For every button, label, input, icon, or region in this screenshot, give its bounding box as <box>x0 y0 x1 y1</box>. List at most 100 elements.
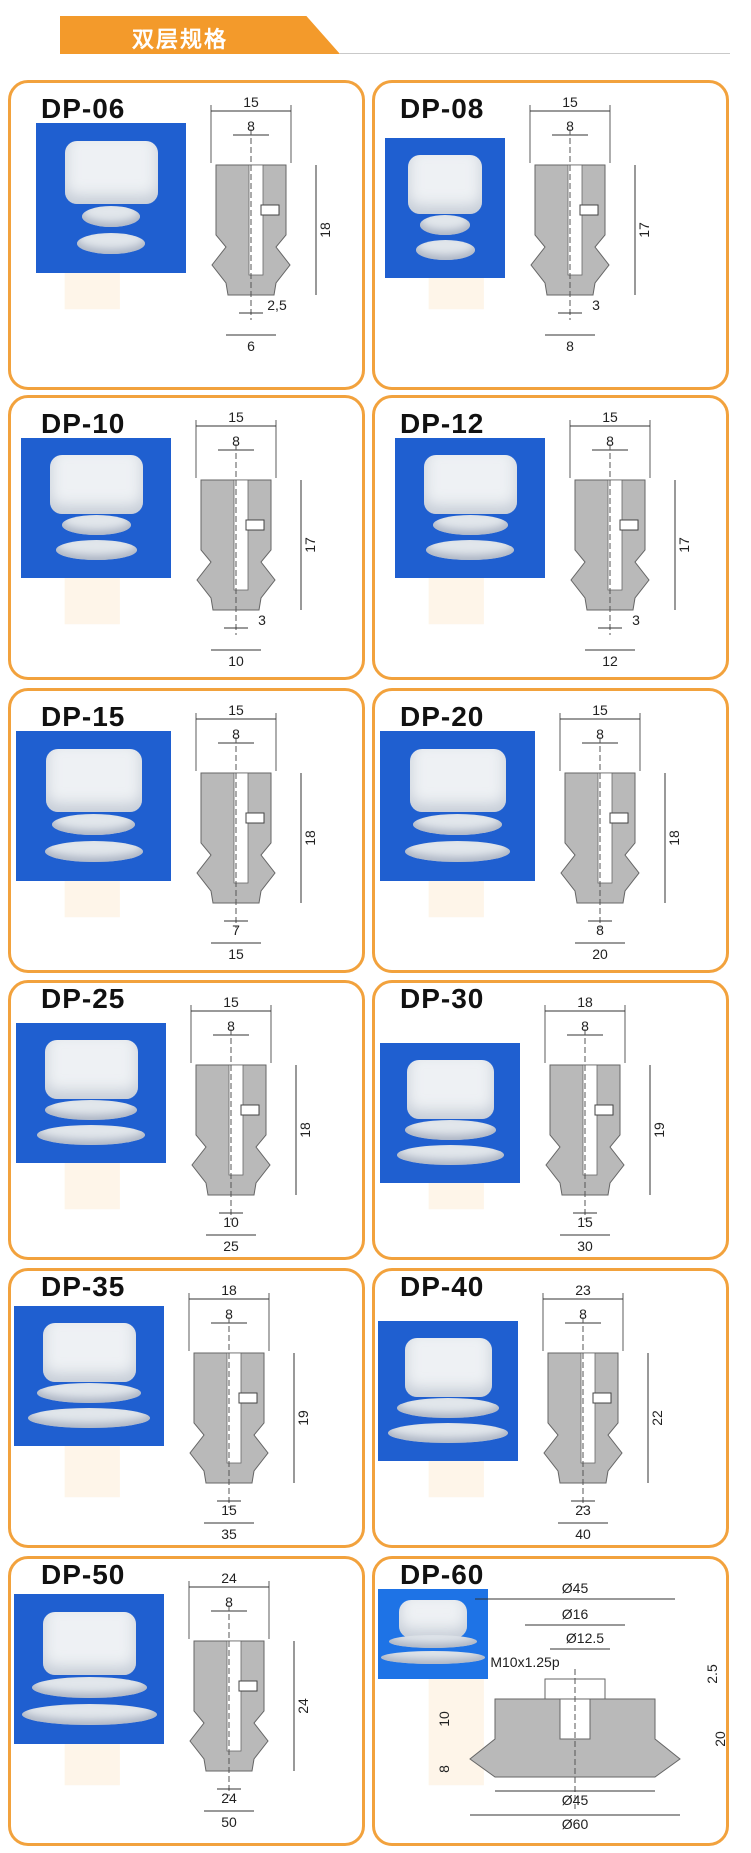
dimension-label: 3 <box>592 297 600 313</box>
dimension-label: 18 <box>302 830 318 846</box>
bellow-ring <box>45 841 143 862</box>
dimension-label: 23 <box>575 1502 591 1518</box>
dimension-label: 10 <box>223 1214 239 1230</box>
product-photo <box>14 1306 164 1446</box>
bellow-ring <box>32 1677 147 1698</box>
dimension-label: 18 <box>317 222 333 238</box>
bellow-ring <box>28 1408 150 1428</box>
dimension-label: 15 <box>228 946 244 962</box>
model-name: DP-12 <box>400 408 485 439</box>
bellow-ring <box>45 1100 137 1120</box>
product-photo <box>380 731 535 881</box>
dimension-label: 15 <box>592 702 608 718</box>
suction-cup-body <box>399 1600 467 1638</box>
dimension-label: 24 <box>295 1698 311 1714</box>
suction-cup-body <box>43 1323 136 1382</box>
model-name: DP-30 <box>400 983 485 1014</box>
dimension-label: 15 <box>221 1502 237 1518</box>
bellow-ring <box>433 515 508 535</box>
dimension-label: Ø45 <box>562 1580 589 1596</box>
dimension-label: 8 <box>225 1306 233 1322</box>
bellow-ring <box>52 814 135 835</box>
bellow-ring <box>77 233 145 254</box>
dimension-label: 18 <box>577 994 593 1010</box>
dimension-label: 18 <box>666 830 682 846</box>
product-photo <box>36 123 186 273</box>
model-name: DP-10 <box>41 408 126 439</box>
dimension-label: 17 <box>676 537 692 553</box>
section-title: 双层规格 <box>132 28 229 53</box>
product-photo <box>16 1023 166 1163</box>
dimension-label: Ø12.5 <box>566 1630 604 1646</box>
suction-cup-body <box>65 141 158 204</box>
product-photo <box>385 138 505 278</box>
product-photo <box>21 438 171 578</box>
dimension-label: 18 <box>221 1282 237 1298</box>
model-name: DP-06 <box>41 93 126 124</box>
dimension-label: 8 <box>232 433 240 449</box>
dimension-label: 7 <box>232 922 240 938</box>
bellow-ring <box>56 540 137 560</box>
model-name: DP-40 <box>400 1271 485 1302</box>
product-photo <box>14 1594 164 1744</box>
dimension-label: 17 <box>302 537 318 553</box>
dimension-label: 8 <box>596 726 604 742</box>
dimension-label: 10 <box>436 1711 452 1727</box>
model-name: DP-60 <box>400 1559 485 1590</box>
model-name: DP-50 <box>41 1559 126 1590</box>
dimension-label: 3 <box>258 612 266 628</box>
dimension-label: 18 <box>297 1122 313 1138</box>
dimension-label: 2.5 <box>704 1664 720 1684</box>
dimension-label: 30 <box>577 1238 593 1254</box>
bellow-ring <box>37 1383 141 1403</box>
product-photo <box>380 1043 520 1183</box>
dimension-label: 23 <box>575 1282 591 1298</box>
dimension-drawing: 15 8 17 3 10 <box>195 409 318 669</box>
dimension-label: 15 <box>577 1214 593 1230</box>
product-photo <box>16 731 171 881</box>
dimension-label: 22 <box>649 1410 665 1426</box>
suction-cup-body <box>424 455 517 514</box>
model-name: DP-15 <box>41 701 126 732</box>
dimension-label: 20 <box>712 1731 728 1747</box>
bellow-ring <box>397 1145 504 1165</box>
dimension-label: 2,5 <box>267 297 287 313</box>
dimension-label: 3 <box>632 612 640 628</box>
suction-cup-body <box>408 155 482 214</box>
bellow-ring <box>416 240 475 260</box>
bellow-ring <box>82 206 140 227</box>
bellow-ring <box>405 841 510 862</box>
dimension-label: M10x1.25p <box>490 1654 559 1670</box>
suction-cup-body <box>407 1060 494 1119</box>
section-header-tab: 双层规格 <box>60 16 340 54</box>
dimension-label: 8 <box>566 118 574 134</box>
dimension-label: 19 <box>651 1122 667 1138</box>
suction-cup-body <box>410 749 506 812</box>
header-divider <box>340 53 730 54</box>
suction-cup-body <box>405 1338 492 1397</box>
section-header: 双层规格 <box>60 16 730 56</box>
dimension-label: 8 <box>232 726 240 742</box>
dimension-label: 40 <box>575 1526 591 1542</box>
dimension-label: 10 <box>228 653 244 669</box>
bellow-ring <box>381 1651 485 1664</box>
dimension-label: 8 <box>225 1594 233 1610</box>
suction-cup-body <box>50 455 143 514</box>
dimension-label: 15 <box>228 409 244 425</box>
dimension-label: 35 <box>221 1526 237 1542</box>
